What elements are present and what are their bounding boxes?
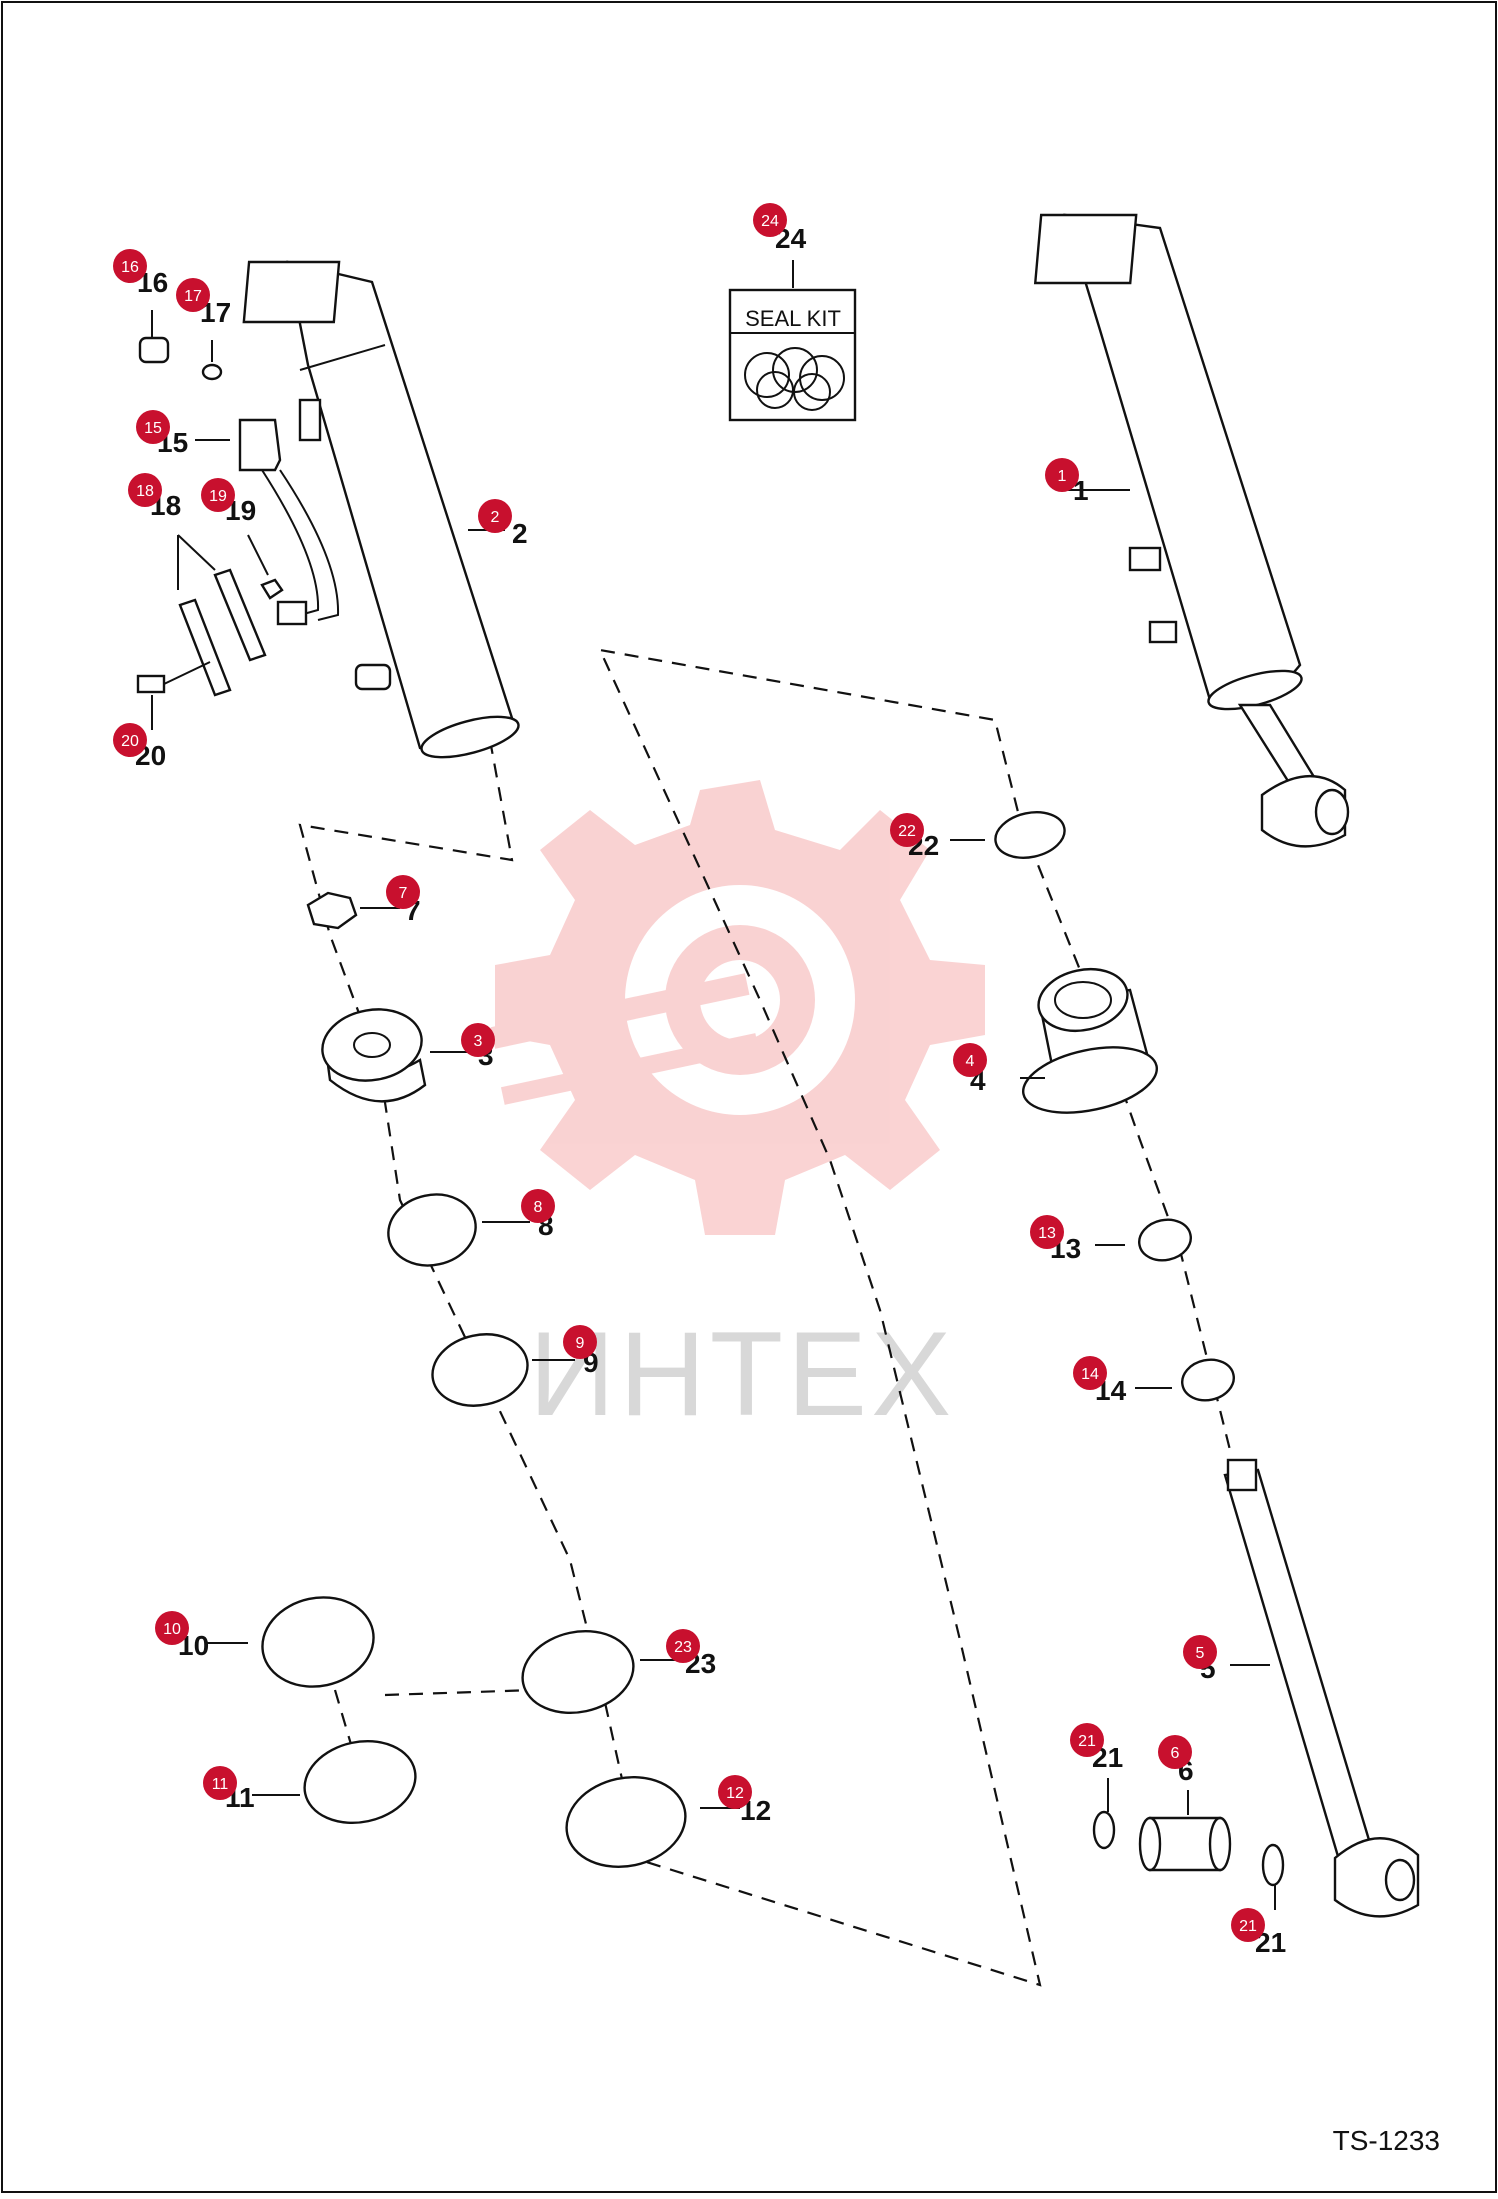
ring-12: [565, 1775, 687, 1869]
svg-text:7: 7: [399, 885, 408, 902]
callout-badge-4: 4: [953, 1043, 987, 1077]
callout-badge-24: 24: [753, 203, 787, 237]
callout-badge-21-a: 21: [1070, 1723, 1104, 1757]
callout-badge-19: 19: [201, 478, 235, 512]
svg-text:20: 20: [121, 733, 139, 750]
ring-11: [303, 1739, 417, 1825]
svg-text:12: 12: [726, 1785, 744, 1802]
callout-badge-15: 15: [136, 410, 170, 444]
svg-text:18: 18: [136, 483, 154, 500]
piston-rod-part: [1223, 1458, 1420, 1918]
wiper-22: [994, 811, 1066, 859]
svg-text:6: 6: [1171, 1745, 1180, 1762]
svg-text:22: 22: [898, 823, 916, 840]
callout-badge-17: 17: [176, 278, 210, 312]
callout-badge-13: 13: [1030, 1215, 1064, 1249]
seal-kit-box: SEAL KIT: [728, 288, 857, 422]
svg-text:23: 23: [674, 1639, 692, 1656]
callout-badge-23: 23: [666, 1629, 700, 1663]
svg-text:21: 21: [1078, 1733, 1096, 1750]
callout-badge-2: 2: [478, 499, 512, 533]
cylinder-barrel-left: [242, 260, 520, 759]
cylinder-assembly-right: [1033, 213, 1350, 848]
svg-text:11: 11: [212, 1776, 229, 1793]
callout-badge-18: 18: [128, 473, 162, 507]
ring-10: [261, 1596, 375, 1688]
ring-9: [431, 1333, 529, 1407]
callout-badge-1: 1: [1045, 458, 1079, 492]
svg-text:9: 9: [576, 1335, 585, 1352]
callout-badge-16: 16: [113, 249, 147, 283]
svg-text:8: 8: [534, 1199, 543, 1216]
svg-text:1: 1: [1058, 468, 1067, 485]
callout-badges: 1 2 3 4 5 6 7 8 9 10 11 12 13 14 15 16 1…: [113, 203, 1265, 1942]
callout-badge-21-b: 21: [1231, 1908, 1265, 1942]
seal-kit-label: SEAL KIT: [745, 306, 841, 331]
seal-14: [1181, 1358, 1235, 1402]
callout-badge-3: 3: [461, 1023, 495, 1057]
hydraulic-tube-assembly: [136, 418, 340, 697]
callout-badge-14: 14: [1073, 1356, 1107, 1390]
callout-badge-20: 20: [113, 723, 147, 757]
svg-text:4: 4: [966, 1053, 975, 1070]
svg-text:14: 14: [1081, 1366, 1099, 1383]
svg-text:15: 15: [144, 420, 162, 437]
ring-8: [387, 1193, 477, 1267]
svg-text:13: 13: [1038, 1225, 1056, 1242]
callout-badge-7: 7: [386, 875, 420, 909]
svg-text:17: 17: [184, 288, 202, 305]
svg-text:10: 10: [163, 1621, 181, 1638]
callout-badge-11: 11: [203, 1766, 237, 1800]
callout-badge-5: 5: [1183, 1635, 1217, 1669]
svg-text:24: 24: [761, 213, 779, 230]
callout-badge-6: 6: [1158, 1735, 1192, 1769]
plug-and-oring: [138, 336, 223, 381]
svg-text:21: 21: [1239, 1918, 1257, 1935]
svg-text:16: 16: [121, 259, 139, 276]
ring-23: [521, 1629, 635, 1715]
drawing-id: TS-1233: [1333, 2125, 1440, 2156]
part-number-2: 2: [512, 518, 528, 549]
callout-badge-12: 12: [718, 1775, 752, 1809]
nut-part: [306, 891, 358, 930]
rod-gland-part: [1021, 968, 1159, 1114]
callout-badge-8: 8: [521, 1189, 555, 1223]
bushing-and-washers: [1092, 1810, 1285, 1887]
svg-text:19: 19: [209, 488, 227, 505]
watermark-text: ИНТЕХ: [529, 1307, 955, 1441]
callout-badge-22: 22: [890, 813, 924, 847]
piston-part: [321, 1008, 427, 1103]
callout-badge-10: 10: [155, 1611, 189, 1645]
seal-13: [1138, 1218, 1192, 1262]
watermark-logo: [490, 780, 985, 1235]
svg-text:5: 5: [1196, 1645, 1205, 1662]
svg-text:3: 3: [474, 1033, 483, 1050]
svg-text:2: 2: [491, 509, 500, 526]
callout-badge-9: 9: [563, 1325, 597, 1359]
